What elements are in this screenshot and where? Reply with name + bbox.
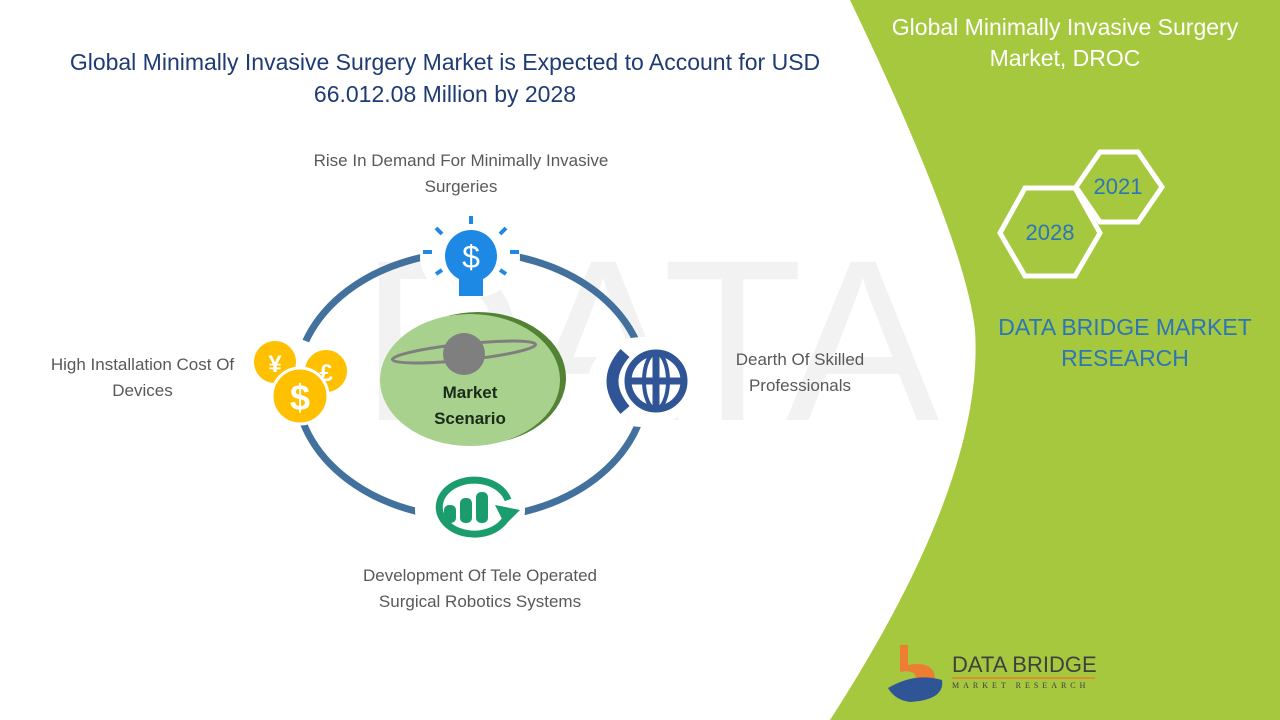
svg-text:¥: ¥ [268, 351, 282, 378]
phone-globe-icon [606, 349, 688, 414]
page-title: Global Minimally Invasive Surgery Market… [69, 49, 821, 107]
planet-icon [443, 333, 485, 375]
center-label: Market Scenario [395, 380, 545, 432]
lightbulb-dollar-icon: $ [423, 216, 519, 296]
hexagon-2028 [997, 185, 1103, 279]
svg-text:$: $ [290, 377, 310, 418]
currency-coins-icon: ¥ £ $ [252, 339, 349, 426]
year-2028: 2028 [1025, 220, 1075, 245]
chart-refresh-icon [435, 476, 520, 538]
logo-tagline: MARKET RESEARCH [952, 681, 1089, 690]
panel-title: Global Minimally Invasive Surgery Market… [891, 14, 1239, 71]
factor-right: Dearth Of Skilled Professionals [735, 350, 865, 395]
market-scenario-disc [380, 312, 566, 446]
factor-bottom: Development Of Tele Operated Surgical Ro… [362, 566, 598, 611]
data-bridge-logo: DATA BRIDGE MARKET RESEARCH [888, 645, 1097, 702]
center-line-2: Scenario [434, 409, 506, 428]
svg-text:$: $ [462, 239, 480, 275]
logo-name: DATA BRIDGE [952, 652, 1097, 677]
factor-top: Rise In Demand For Minimally Invasive Su… [313, 151, 609, 196]
brand-text: DATA BRIDGE MARKET RESEARCH [998, 314, 1252, 371]
year-2021: 2021 [1093, 174, 1143, 199]
factor-left: High Installation Cost Of Devices [50, 355, 235, 400]
center-line-1: Market [442, 383, 498, 402]
green-panel [830, 0, 1280, 720]
